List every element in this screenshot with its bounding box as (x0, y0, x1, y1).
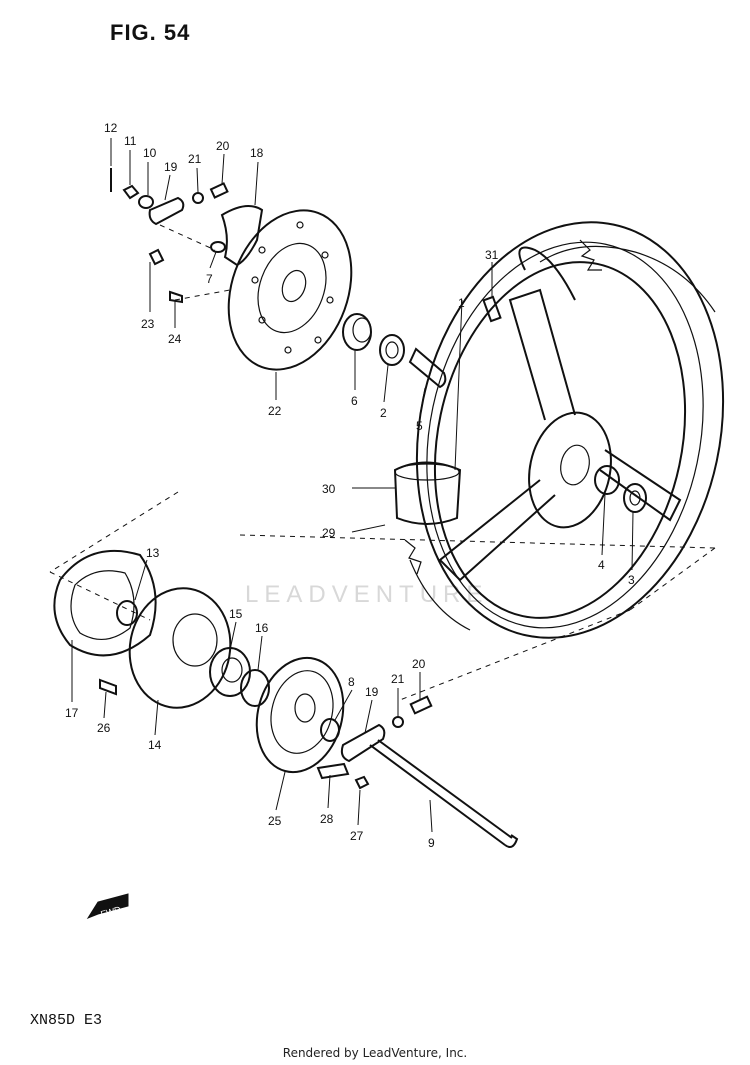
callout-7: 7 (206, 272, 213, 286)
callout-19-lower: 19 (365, 685, 379, 699)
callout-13: 13 (146, 546, 160, 560)
bearing-15-seal-16 (209, 647, 270, 707)
callout-5: 5 (416, 419, 423, 433)
callout-2: 2 (380, 406, 387, 420)
callout-15: 15 (229, 607, 243, 621)
callout-27: 27 (350, 829, 364, 843)
tire-tread (409, 245, 716, 631)
callout-18: 18 (250, 146, 264, 160)
sprocket-25 (255, 656, 345, 774)
callout-12: 12 (104, 121, 118, 135)
callout-26: 26 (97, 721, 111, 735)
callout-20-lower: 20 (412, 657, 426, 671)
callout-20: 20 (216, 139, 230, 153)
callout-4: 4 (598, 558, 605, 572)
callout-11: 11 (124, 134, 137, 148)
chain-adjuster-lower (316, 695, 433, 790)
model-code: XN85D E3 (30, 1012, 103, 1029)
caliper-bracket-18 (220, 205, 264, 267)
callout-28: 28 (320, 812, 334, 826)
sprocket-hub-14 (128, 587, 232, 709)
figure-title: FIG. 54 (110, 20, 191, 45)
hardware-upper-left (110, 168, 229, 304)
callout-31: 31 (485, 248, 499, 262)
rim-band-30-29 (393, 461, 462, 525)
watermark-text: LEADVENTURE (245, 581, 488, 608)
callout-1: 1 (458, 296, 465, 310)
callout-16: 16 (255, 621, 269, 635)
callout-22: 22 (268, 404, 282, 418)
callout-17: 17 (65, 706, 79, 720)
callout-6: 6 (351, 394, 358, 408)
bolt-26 (99, 678, 117, 696)
callout-leaders (71, 138, 634, 833)
brake-disc-22 (227, 209, 353, 371)
callout-3: 3 (628, 573, 635, 587)
callout-30: 30 (322, 482, 336, 496)
callout-8: 8 (348, 675, 355, 689)
cush-dampers-17 (53, 549, 157, 657)
footer-credit: Rendered by LeadVenture, Inc. (282, 1046, 468, 1060)
callout-10: 10 (143, 146, 157, 160)
callout-labels: 12 11 10 19 21 20 18 7 23 24 22 6 2 5 1 … (65, 121, 635, 850)
callout-21-lower: 21 (391, 672, 405, 686)
forward-direction-tag: FWD (86, 893, 129, 919)
callout-24: 24 (168, 332, 182, 346)
callout-21: 21 (188, 152, 202, 166)
spacer-13 (116, 600, 138, 626)
valve-31 (482, 295, 502, 323)
callout-9: 9 (428, 836, 435, 850)
hub-spacers (342, 313, 647, 513)
callout-14: 14 (148, 738, 162, 752)
callout-19: 19 (164, 160, 178, 174)
callout-25: 25 (268, 814, 282, 828)
callout-23: 23 (141, 317, 155, 331)
callout-29: 29 (322, 526, 336, 540)
axle-9 (369, 739, 519, 848)
